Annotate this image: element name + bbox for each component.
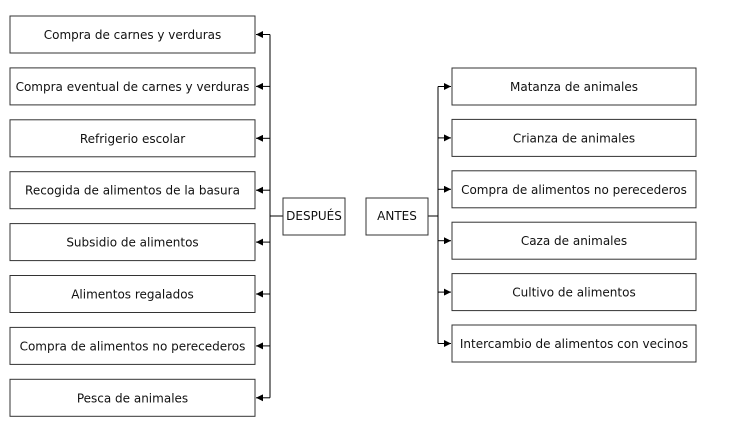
despues-item-6: Compra de alimentos no perecederos	[9, 326, 256, 365]
antes-item-3: Caza de animales	[451, 221, 697, 260]
antes-item-label: Crianza de animales	[513, 131, 635, 145]
antes-item-5: Intercambio de alimentos con vecinos	[451, 324, 697, 363]
antes-hub: ANTES	[365, 197, 429, 236]
antes-item-label: Compra de alimentos no perecederos	[461, 183, 687, 197]
despues-label: DESPUÉS	[286, 208, 342, 223]
connectors-layer	[256, 31, 451, 402]
despues-item-2: Refrigerio escolar	[9, 119, 256, 158]
antes-item-2: Compra de alimentos no perecederos	[451, 170, 697, 209]
antes-item-1: Crianza de animales	[451, 118, 697, 157]
despues-item-4: Subsidio de alimentos	[9, 223, 256, 262]
nodes-layer: DESPUÉS ANTES Compra de carnes y verdura…	[9, 15, 697, 417]
antes-item-0: Matanza de animales	[451, 67, 697, 106]
despues-item-label: Compra de carnes y verduras	[44, 28, 222, 42]
despues-item-label: Compra eventual de carnes y verduras	[16, 80, 250, 94]
antes-item-label: Caza de animales	[521, 234, 627, 248]
despues-item-7: Pesca de animales	[9, 378, 256, 417]
antes-item-label: Matanza de animales	[510, 80, 638, 94]
despues-item-label: Subsidio de alimentos	[66, 236, 198, 250]
antes-item-4: Cultivo de alimentos	[451, 273, 697, 312]
despues-item-1: Compra eventual de carnes y verduras	[9, 67, 256, 106]
despues-item-label: Recogida de alimentos de la basura	[25, 184, 240, 198]
antes-item-label: Cultivo de alimentos	[512, 286, 635, 300]
despues-item-0: Compra de carnes y verduras	[9, 15, 256, 54]
despues-item-label: Refrigerio escolar	[80, 132, 185, 146]
despues-item-label: Pesca de animales	[77, 391, 188, 405]
despues-item-3: Recogida de alimentos de la basura	[9, 171, 256, 210]
antes-item-label: Intercambio de alimentos con vecinos	[460, 337, 688, 351]
despues-item-5: Alimentos regalados	[9, 275, 256, 313]
antes-label: ANTES	[377, 209, 417, 223]
despues-item-label: Alimentos regalados	[71, 288, 194, 302]
despues-item-label: Compra de alimentos no perecederos	[20, 339, 246, 353]
despues-hub: DESPUÉS	[282, 197, 346, 236]
